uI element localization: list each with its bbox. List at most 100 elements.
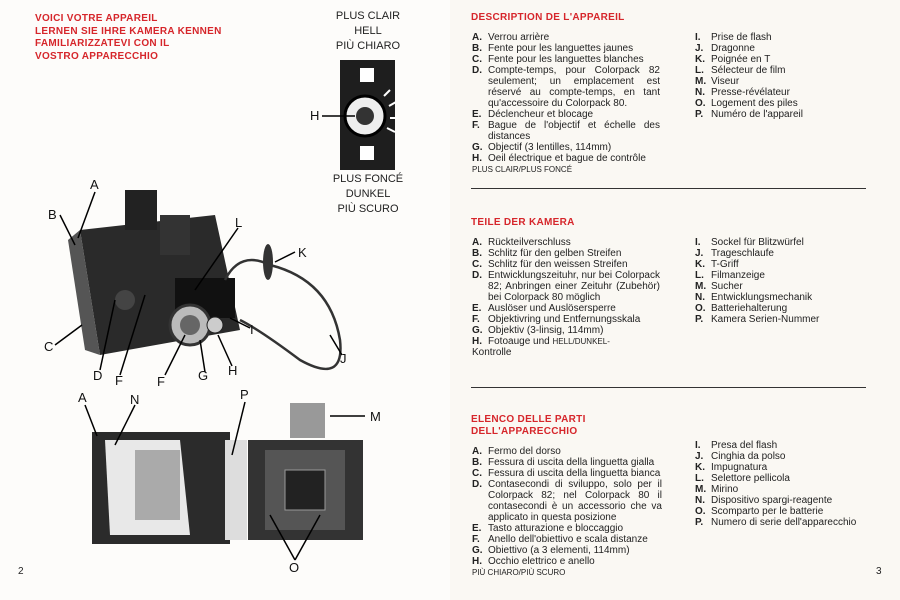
item-letter: B. [472,43,482,54]
left-page: VOICI VOTRE APPAREIL LERNEN SIE IHRE KAM… [18,10,428,577]
item-text: Numero di serie dell'apparecchio [711,517,857,528]
list-item: G.Objectif (3 lentilles, 114mm) [472,142,660,153]
item-text: Verrou arrière [488,32,550,43]
list-item: J.Dragonne [695,43,875,54]
label-f: F [115,373,123,388]
item-text: Bague de l'objectif et échelle des dista… [488,120,660,142]
item-text: Logement des piles [711,98,798,109]
item-letter: B. [472,457,482,468]
item-letter: A. [472,32,482,43]
item-text: Dispositivo spargi-reagente [711,495,833,506]
item-letter: O. [695,303,706,314]
divider [471,188,866,189]
item-letter: N. [695,292,705,303]
item-text: Presse-révélateur [711,87,790,98]
title-fr: VOICI VOTRE APPAREIL [35,13,158,24]
list-item: B. Schlitz für den gelben Streifen [472,248,660,259]
label-n: N [130,392,140,407]
label: DUNKEL [345,188,391,200]
label: PLUS CLAIR [335,10,401,22]
label-a2: A [78,390,87,405]
list-item: I.Prise de flash [695,32,875,43]
item-text: Schlitz für den gelben Streifen [488,248,622,259]
item-text: Auslöser und Auslösersperre [488,303,616,314]
item-text: Fessura di uscita della linguetta gialla [488,457,655,468]
item-letter: D. [472,65,482,76]
list-item: O.Logement des piles [695,98,875,109]
list-item: J.Cinghia da polso [695,451,885,462]
item-letter: N. [695,87,705,98]
item-letter: F. [472,314,480,325]
item-text: Cinghia da polso [711,451,786,462]
item-text: Sucher [711,281,743,292]
item-letter: A. [472,446,482,457]
list-item: P.Kamera Serien-Nummer [695,314,875,325]
item-letter: N. [695,495,705,506]
label-l: L [235,215,243,230]
item-extra: HELL/DUNKEL- [552,337,610,346]
list-item: N.Entwicklungsmechanik [695,292,875,303]
title-de: LERNEN SIE IHRE KAMERA KENNEN [35,25,222,37]
label-i: I [250,322,254,337]
item-letter: F. [472,120,480,131]
list-item: P.Numéro de l'appareil [695,109,875,120]
list-item: A.Rückteilverschluss [472,237,660,248]
list-item: L.Selettore pellicola [695,473,885,484]
label-d: D [93,368,103,383]
list-item: B. Fente pour les languettes jaunes [472,43,660,54]
list-item: L. Sélecteur de film [695,65,875,76]
list-item: F. Bague de l'objectif et échelle des dis… [472,120,660,142]
list-item: O.Batteriehalterung [695,303,875,314]
list-item: O.Scomparto per le batterie [695,506,885,517]
item-text: Objektiv (3-linsig, 114mm) [488,325,604,336]
item-text: Sélecteur de film [711,65,786,76]
list-item: E.Déclencheur et blocage [472,109,660,120]
list-item: G.Objektiv (3-linsig, 114mm) [472,325,660,336]
item-letter: H. [472,556,482,567]
item-letter: C. [472,259,482,270]
dial-bottom-labels: PLUS FONCÉ DUNKEL PIÙ SCURO [308,172,428,217]
title-it-2: VOSTRO APPARECCHIO [35,50,159,62]
item-text: Occhio elettrico e anello [488,556,595,567]
camera-open-back [92,403,363,544]
left-titles: VOICI VOTRE APPAREIL LERNEN SIE IHRE KAM… [35,13,222,63]
dial-label-h: H [310,108,320,123]
heading-de: TEILE DER KAMERA [471,217,575,228]
item-letter: H. [472,336,482,347]
light-dial-diagram [322,60,398,170]
item-letter: B. [472,248,482,259]
item-letter: P. [695,109,704,120]
list-item: L.Filmanzeige [695,270,875,281]
item-text: Fente pour les languettes jaunes [488,43,634,54]
item-text: Contasecondi di sviluppo, solo per il Co… [488,479,662,523]
item-text: Oeil électrique et bague de contrôle [488,153,646,164]
page-number: 2 [18,566,24,577]
item-extra: Kontrolle [472,347,512,358]
label: PIÙ CHIARO [335,40,401,52]
item-text: Trageschlaufe [711,248,774,259]
item-text: Objectif (3 lentilles, 114mm) [488,142,612,153]
item-letter: L. [695,65,704,76]
list-item: J. Trageschlaufe [695,248,875,259]
label-j: J [340,351,347,366]
item-text: Rückteilverschluss [488,237,571,248]
list-item: F.Anello dell'obiettivo e scala distanze [472,534,662,545]
item-text: Schlitz für den weissen Streifen [488,259,628,270]
item-text: Tasto atturazione e bloccaggio [488,523,624,534]
item-text: Scomparto per le batterie [711,506,824,517]
item-letter: P. [695,314,704,325]
item-text: Fermo del dorso [488,446,561,457]
list-item: A. Fermo del dorso [472,446,662,457]
list-item: D.Entwicklungszeituhr, nur bei Colorpack… [472,270,660,303]
heading-fr: DESCRIPTION DE L'APPAREIL [471,12,625,23]
item-text: Entwicklungszeituhr, nur bei Colorpack 8… [488,270,660,303]
list-item: H.Oeil électrique et bague de contrôle P… [472,153,660,175]
label-a: A [90,177,99,192]
item-letter: I. [695,32,701,43]
list-item: A. Verrou arrière [472,32,660,43]
list-item: K.T-Griff [695,259,875,270]
list-item: I.Presa del flash [695,440,885,451]
item-letter: J. [695,248,704,259]
item-letter: J. [695,43,704,54]
item-letter: M. [695,76,707,87]
